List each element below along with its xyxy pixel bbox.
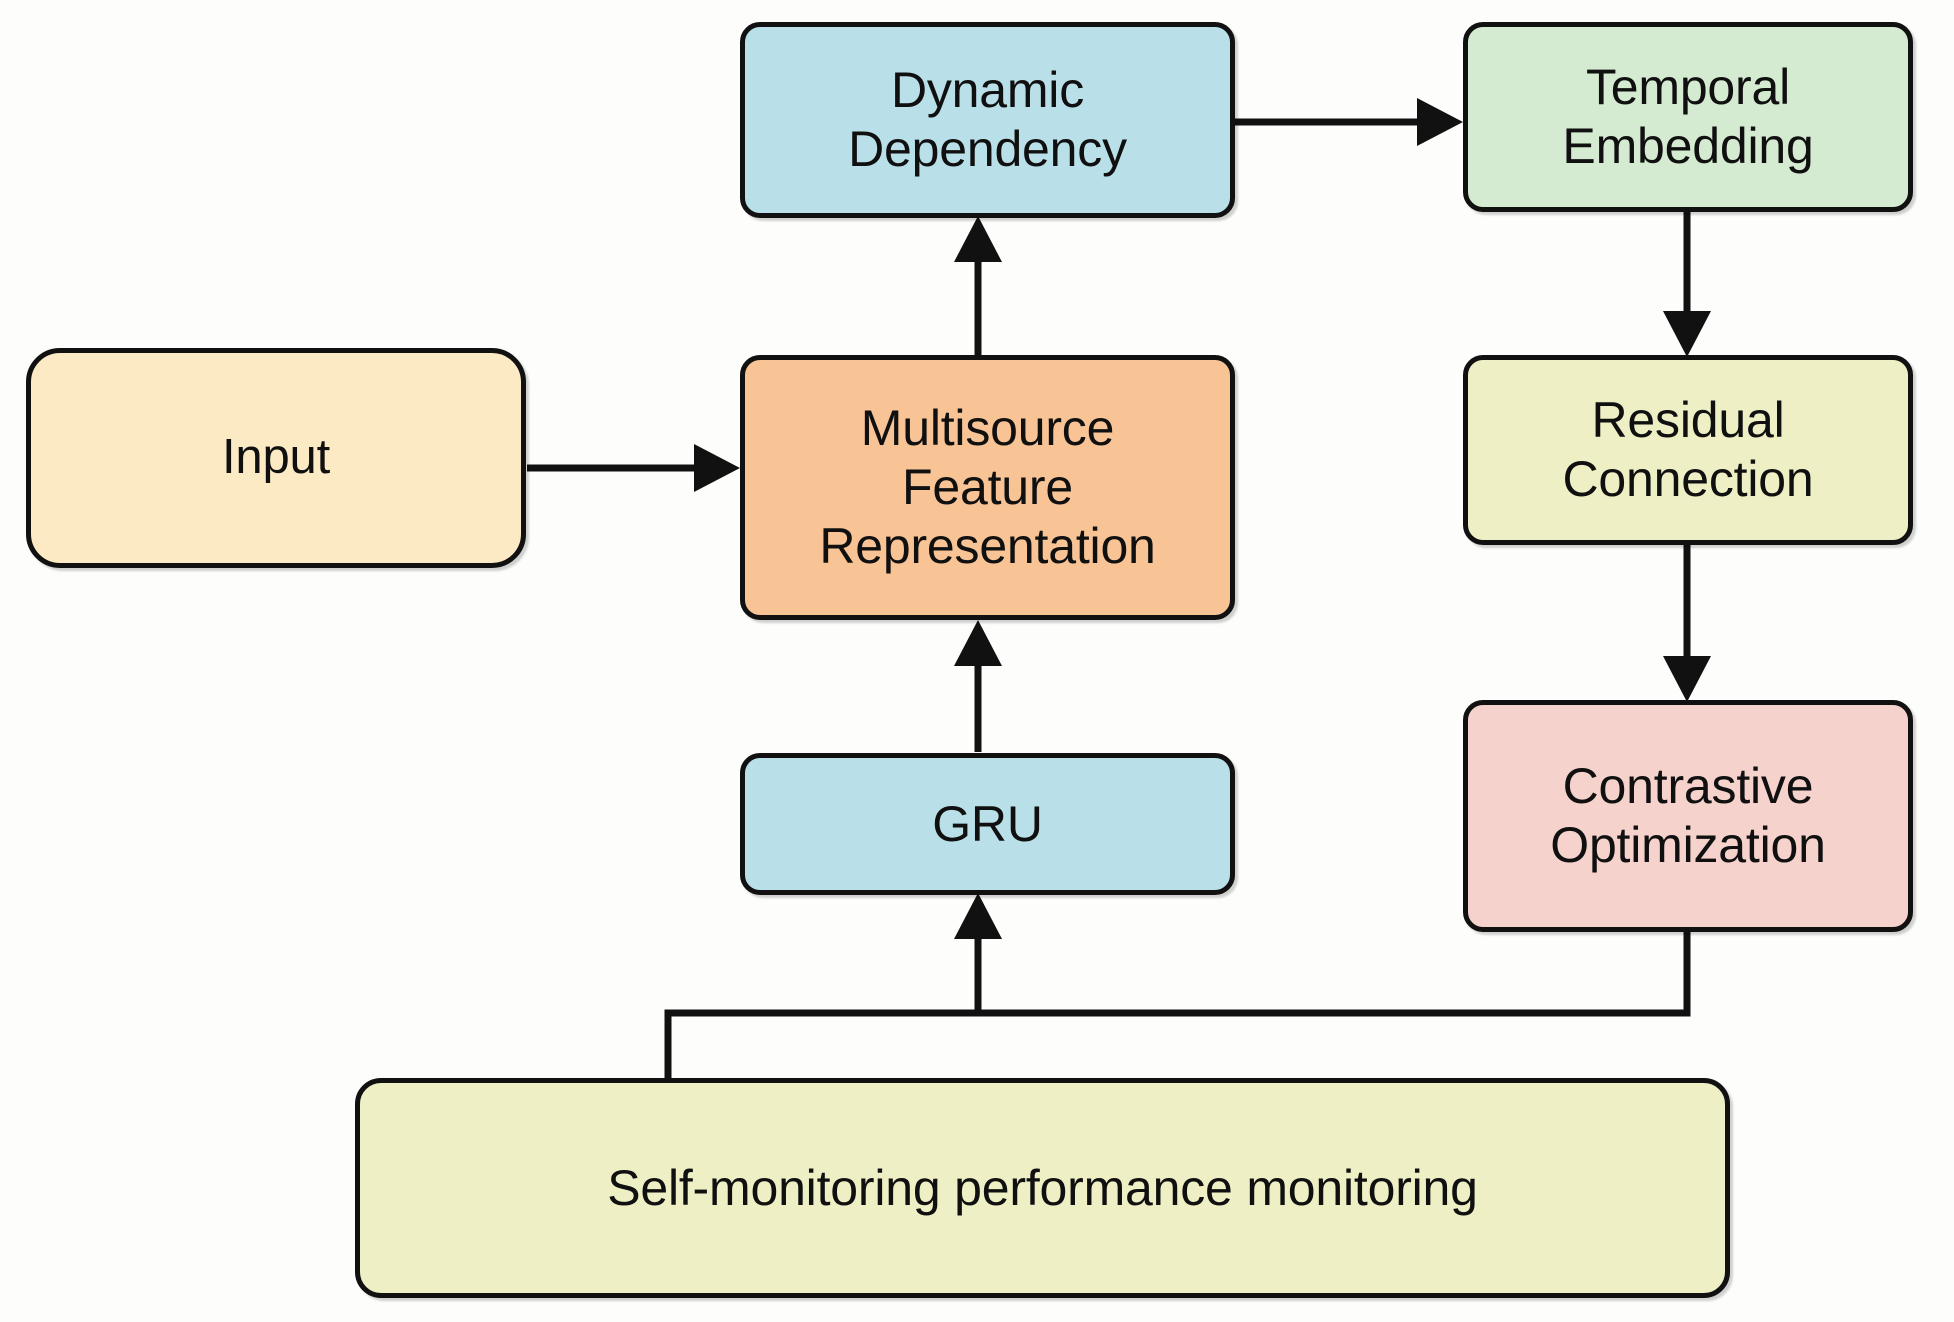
node-gru-label: GRU [932,795,1043,852]
node-contrastive-label: Contrastive Optimization [1550,758,1826,873]
node-residual-connection[interactable]: Residual Connection [1463,355,1913,545]
edge-gru-to-multisource [954,620,1002,752]
node-dynamic-label: Dynamic Dependency [848,62,1127,177]
node-self-monitoring-performance-monitoring[interactable]: Self-monitoring performance monitoring [355,1078,1730,1298]
node-temporal-embedding[interactable]: Temporal Embedding [1463,22,1913,212]
node-gru[interactable]: GRU [740,753,1235,895]
node-input[interactable]: Input [26,348,526,568]
node-selfmon-label: Self-monitoring performance monitoring [607,1159,1478,1216]
node-temporal-label: Temporal Embedding [1562,59,1814,174]
node-input-label: Input [222,430,330,485]
node-dynamic-dependency[interactable]: Dynamic Dependency [740,22,1235,218]
node-contrastive-optimization[interactable]: Contrastive Optimization [1463,700,1913,932]
edge-temporal-to-residual [1663,212,1711,357]
edge-dynamic-to-temporal [1234,98,1463,146]
node-multisource-label: Multisource Feature Representation [819,400,1156,574]
edge-multisource-to-dynamic [954,216,1002,358]
edge-residual-to-contrastive [1663,545,1711,702]
node-residual-label: Residual Connection [1562,392,1814,507]
edge-input-to-multisource [527,444,740,492]
node-multisource-feature-representation[interactable]: Multisource Feature Representation [740,355,1235,620]
edge-selfmonitoring-bus [664,932,1691,1078]
edge-bus-to-gru [954,893,1002,1013]
